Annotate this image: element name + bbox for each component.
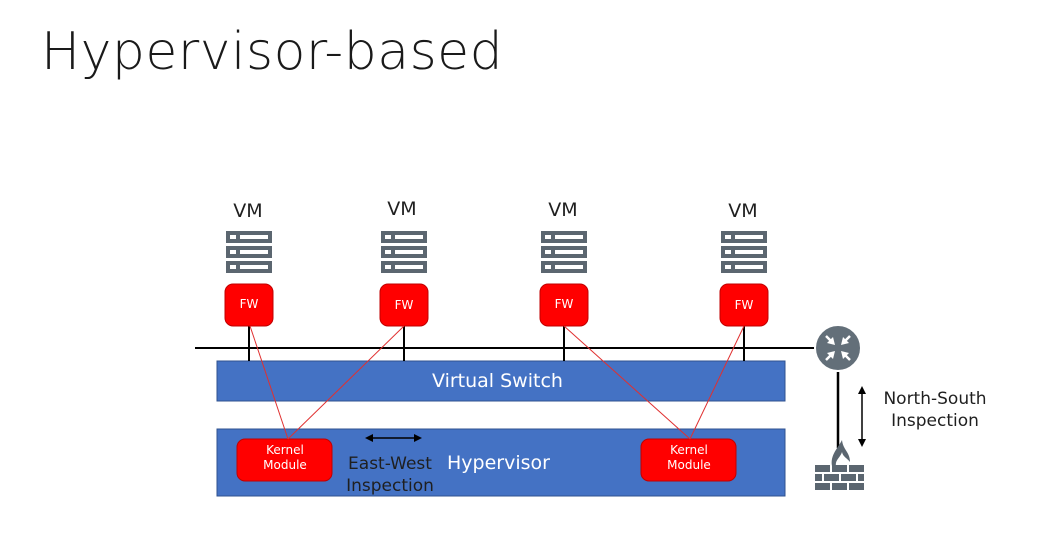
north-south-arrow xyxy=(858,386,866,447)
east-west-arrow xyxy=(365,434,422,442)
kernel-module-1-line1: Kernel xyxy=(266,443,304,457)
vm-label-2: VM xyxy=(387,198,417,220)
east-west-line2: Inspection xyxy=(346,476,434,496)
server-rack-icon xyxy=(541,231,587,273)
server-rack-icon xyxy=(226,231,272,273)
hypervisor-label: Hypervisor xyxy=(447,452,550,474)
virtual-switch-label: Virtual Switch xyxy=(432,370,563,392)
router-icon xyxy=(814,324,862,372)
fw-label-4: FW xyxy=(734,298,754,312)
north-south-label: North-South Inspection xyxy=(883,388,986,432)
north-south-line1: North-South xyxy=(883,389,987,409)
server-rack-icon xyxy=(721,231,767,273)
vm-label-4: VM xyxy=(728,200,758,222)
vm-group xyxy=(224,231,769,361)
fw-label-3: FW xyxy=(554,297,574,311)
server-rack-icon xyxy=(381,231,427,273)
brick-firewall-icon xyxy=(815,440,864,490)
kernel-module-label-1: Kernel Module xyxy=(263,443,307,473)
vm-label-3: VM xyxy=(548,199,578,221)
virtual-switch-band xyxy=(216,360,786,402)
kernel-module-box-2 xyxy=(640,438,737,482)
kernel-module-label-2: Kernel Module xyxy=(667,443,711,473)
east-west-label: East-West Inspection xyxy=(346,453,434,497)
east-west-line1: East-West xyxy=(348,454,432,474)
kernel-module-1-line2: Module xyxy=(263,458,307,472)
link-fw1-km1 xyxy=(249,325,289,440)
link-fw4-km2 xyxy=(689,325,745,440)
north-south-line2: Inspection xyxy=(891,411,979,431)
inspection-links xyxy=(249,325,745,440)
fw-box-1 xyxy=(224,283,274,327)
kernel-module-box-1 xyxy=(236,438,333,482)
slide-title: Hypervisor-based xyxy=(41,22,504,82)
link-fw3-km2 xyxy=(563,325,691,440)
vm-label-1: VM xyxy=(233,200,263,222)
fw-label-1: FW xyxy=(239,297,259,311)
fw-label-2: FW xyxy=(394,298,414,312)
kernel-module-2-line2: Module xyxy=(667,458,711,472)
kernel-module-2-line1: Kernel xyxy=(670,443,708,457)
link-fw2-km1 xyxy=(287,325,405,440)
